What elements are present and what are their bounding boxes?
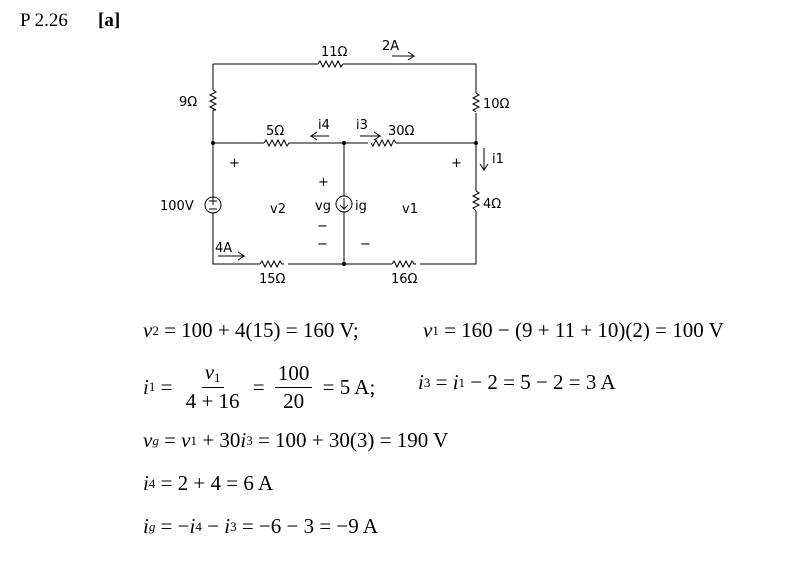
math-text: = 2 + 4 = 6 A	[155, 471, 274, 495]
resistor-11	[317, 59, 347, 69]
resistor-10	[471, 92, 481, 113]
math-text: = −6 − 3 = −9 A	[236, 514, 379, 538]
math-text: 4 + 16	[185, 389, 240, 413]
label-2A: 2A	[382, 39, 399, 54]
math-text: =	[247, 374, 270, 399]
current-arrows	[218, 51, 416, 261]
problem-number: P 2.26	[20, 10, 68, 31]
current-source-icon	[335, 195, 353, 213]
math-text: i	[143, 471, 149, 495]
nodes	[211, 141, 478, 266]
math-text: i	[143, 374, 149, 399]
math-text: − 2 = 5 − 2 = 3 A	[465, 370, 616, 394]
subscript: g	[152, 432, 159, 448]
math-text: 100	[277, 360, 310, 385]
resistor-30	[370, 138, 397, 148]
math-text: −	[201, 514, 225, 538]
voltage-source-icon	[204, 196, 222, 214]
math-text: = 160 − (9 + 11 + 10)(2) = 100 V	[438, 318, 724, 342]
math-text: v	[143, 318, 153, 342]
math-text: i	[452, 370, 459, 394]
subscript: g	[148, 518, 156, 534]
resistor-5	[263, 138, 292, 148]
label-i4: i4	[318, 118, 330, 133]
resistor-15	[259, 259, 284, 269]
subscript: 1	[432, 322, 439, 338]
subscript: 1	[190, 432, 198, 448]
subscript: 3	[246, 432, 253, 448]
subscript: 3	[423, 374, 431, 390]
math-text: 20	[283, 388, 305, 413]
resistor-4	[471, 190, 481, 212]
subscript: 1	[214, 370, 221, 385]
math-text: i	[240, 428, 247, 452]
math-text: i	[189, 514, 196, 538]
math-text: = 5 A;	[317, 374, 376, 399]
label-4ohm: 4Ω	[483, 197, 501, 212]
subscript: 4	[195, 518, 202, 534]
denominator: 20	[280, 388, 307, 414]
math-text: = 100 + 30(3) = 190 V	[252, 428, 449, 452]
resistor-9	[208, 89, 218, 111]
minus-vg-2: −	[317, 237, 328, 252]
label-10ohm: 10Ω	[483, 97, 510, 112]
math-text: i	[224, 514, 231, 538]
denominator: 4 + 16	[183, 388, 243, 414]
math-text: i	[418, 370, 424, 394]
math-text: = 100 + 4(15) = 160 V;	[158, 318, 359, 342]
label-ig: ig	[355, 199, 367, 214]
resistor-16	[391, 259, 416, 269]
numerator: 100	[274, 360, 313, 388]
label-i3: i3	[356, 118, 368, 133]
label-30ohm: 30Ω	[388, 124, 415, 139]
resistors	[208, 59, 481, 269]
subscript: 4	[148, 475, 156, 491]
label-100V: 100V	[160, 199, 194, 214]
math-text: + 30	[197, 428, 241, 452]
part-label: [a]	[98, 10, 121, 31]
minus-vg-1: −	[317, 219, 328, 234]
math-text: i	[143, 514, 149, 538]
numerator: v1	[201, 360, 224, 388]
label-4A: 4A	[215, 241, 232, 256]
minus-v1: −	[360, 237, 371, 252]
plus-vg: +	[318, 175, 329, 190]
math-text: v	[143, 428, 153, 452]
label-5ohm: 5Ω	[266, 124, 284, 139]
math-text: =	[155, 374, 178, 399]
label-15ohm: 15Ω	[259, 272, 286, 287]
plus-v1: +	[451, 156, 462, 171]
label-16ohm: 16Ω	[391, 272, 418, 287]
math-text: =	[158, 428, 182, 452]
math-text: v	[204, 360, 215, 384]
subscript: 1	[148, 379, 156, 394]
label-11ohm: 11Ω	[321, 45, 348, 60]
plus-v2: +	[229, 156, 240, 171]
math-text: = −	[155, 514, 190, 538]
circuit-diagram: 11Ω 2A 9Ω 10Ω 5Ω i4 i3 30Ω i1 + + + 100V…	[160, 39, 510, 287]
label-vg: vg	[315, 199, 331, 214]
math-text: v	[423, 318, 433, 342]
current-arrow-i1	[479, 148, 489, 172]
subscript: 3	[230, 518, 237, 534]
subscript: 2	[152, 322, 159, 338]
label-9ohm: 9Ω	[179, 95, 197, 110]
wires	[212, 63, 477, 265]
label-v2: v2	[270, 202, 286, 217]
label-i1: i1	[492, 152, 504, 167]
math-text: =	[430, 370, 453, 394]
label-v1: v1	[402, 202, 418, 217]
subscript: 1	[458, 374, 466, 390]
math-text: v	[181, 428, 191, 452]
